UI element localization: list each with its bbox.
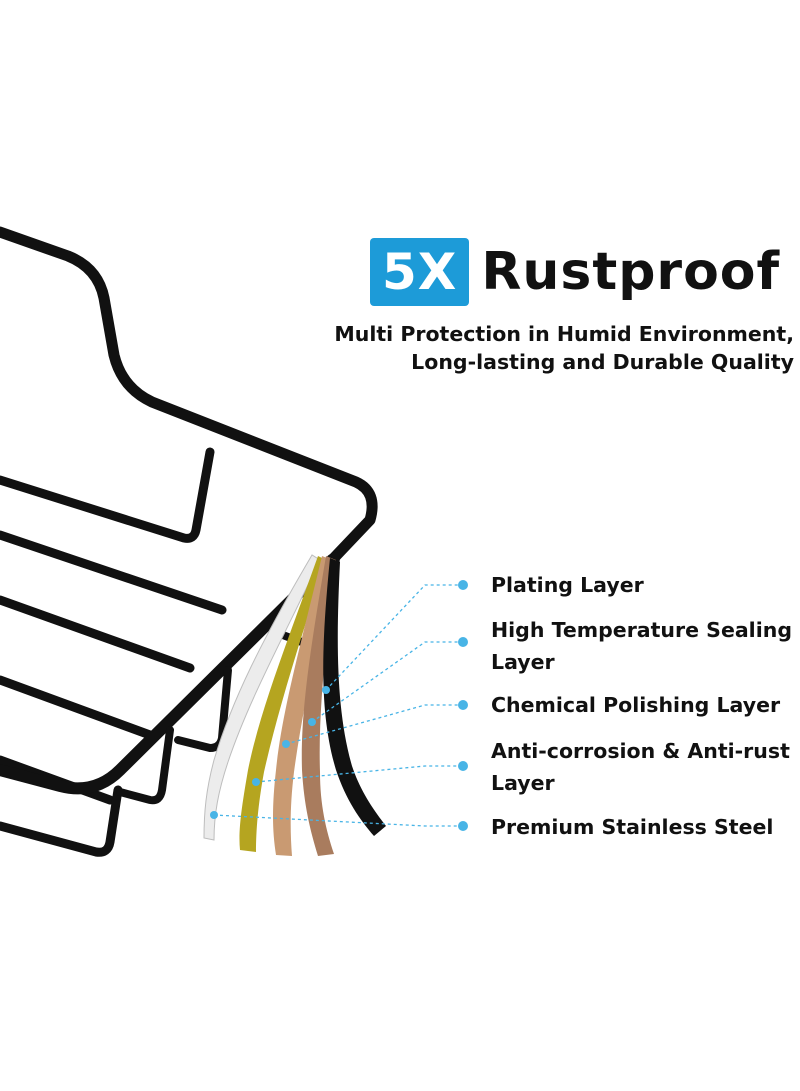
leader-lines xyxy=(213,584,462,827)
leader-dot xyxy=(458,637,468,647)
headline: 5X Rustproof xyxy=(370,236,780,308)
headline-badge: 5X xyxy=(370,238,470,306)
layer-label-polishing: Chemical Polishing Layer xyxy=(491,693,781,717)
rack-back-post xyxy=(0,447,215,543)
leader-dot xyxy=(252,778,260,786)
leader-line-polishing xyxy=(285,704,462,745)
leader-dot xyxy=(282,740,290,748)
rack-front-rim xyxy=(0,554,338,795)
rack-bottom-wire xyxy=(116,726,174,805)
layer-ribbon-anti-corrosion xyxy=(239,556,326,852)
leader-dot xyxy=(308,718,316,726)
rack-side-wire-1 xyxy=(0,530,227,615)
rack-side-wire-2 xyxy=(0,595,195,673)
rack-side-wire-3 xyxy=(0,675,155,740)
leader-dots xyxy=(210,580,468,831)
leader-dot xyxy=(210,811,218,819)
layer-label-sealing: High Temperature Sealing Layer xyxy=(491,618,793,674)
layer-label-stainless: Premium Stainless Steel xyxy=(491,815,774,839)
leader-line-anti-corrosion xyxy=(255,765,462,783)
rack-bottom-frame xyxy=(0,785,123,857)
layer-label-anti-corrosion: Anti-corrosion & Anti-rust Layer xyxy=(491,739,790,795)
leader-line-stainless xyxy=(213,814,462,827)
leader-dot xyxy=(322,686,330,694)
leader-dot xyxy=(458,761,468,771)
layer-ribbon-plating xyxy=(323,558,386,836)
leader-dot xyxy=(458,821,468,831)
leader-line-sealing xyxy=(311,641,462,723)
leader-line-plating xyxy=(325,584,462,691)
subheadline-line-2: Long-lasting and Durable Quality xyxy=(411,350,794,374)
leader-dot xyxy=(458,700,468,710)
leader-dot xyxy=(458,580,468,590)
layer-label-plating: Plating Layer xyxy=(491,573,644,597)
rack-back-rim xyxy=(0,226,378,566)
subheadline-line-1: Multi Protection in Humid Environment, xyxy=(334,322,794,346)
headline-word: Rustproof xyxy=(481,242,781,302)
